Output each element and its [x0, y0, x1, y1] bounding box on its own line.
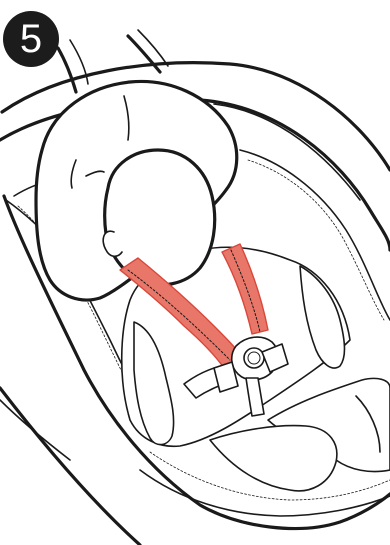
seat-shell-outer-lower	[0, 388, 140, 545]
right-leg	[210, 426, 337, 491]
head	[105, 150, 215, 285]
step-number-badge: 5	[3, 11, 59, 67]
carry-handle-right-inner	[138, 30, 168, 66]
step-number: 5	[20, 19, 42, 59]
buckle-button	[244, 348, 264, 368]
carry-handle-left	[58, 48, 76, 92]
